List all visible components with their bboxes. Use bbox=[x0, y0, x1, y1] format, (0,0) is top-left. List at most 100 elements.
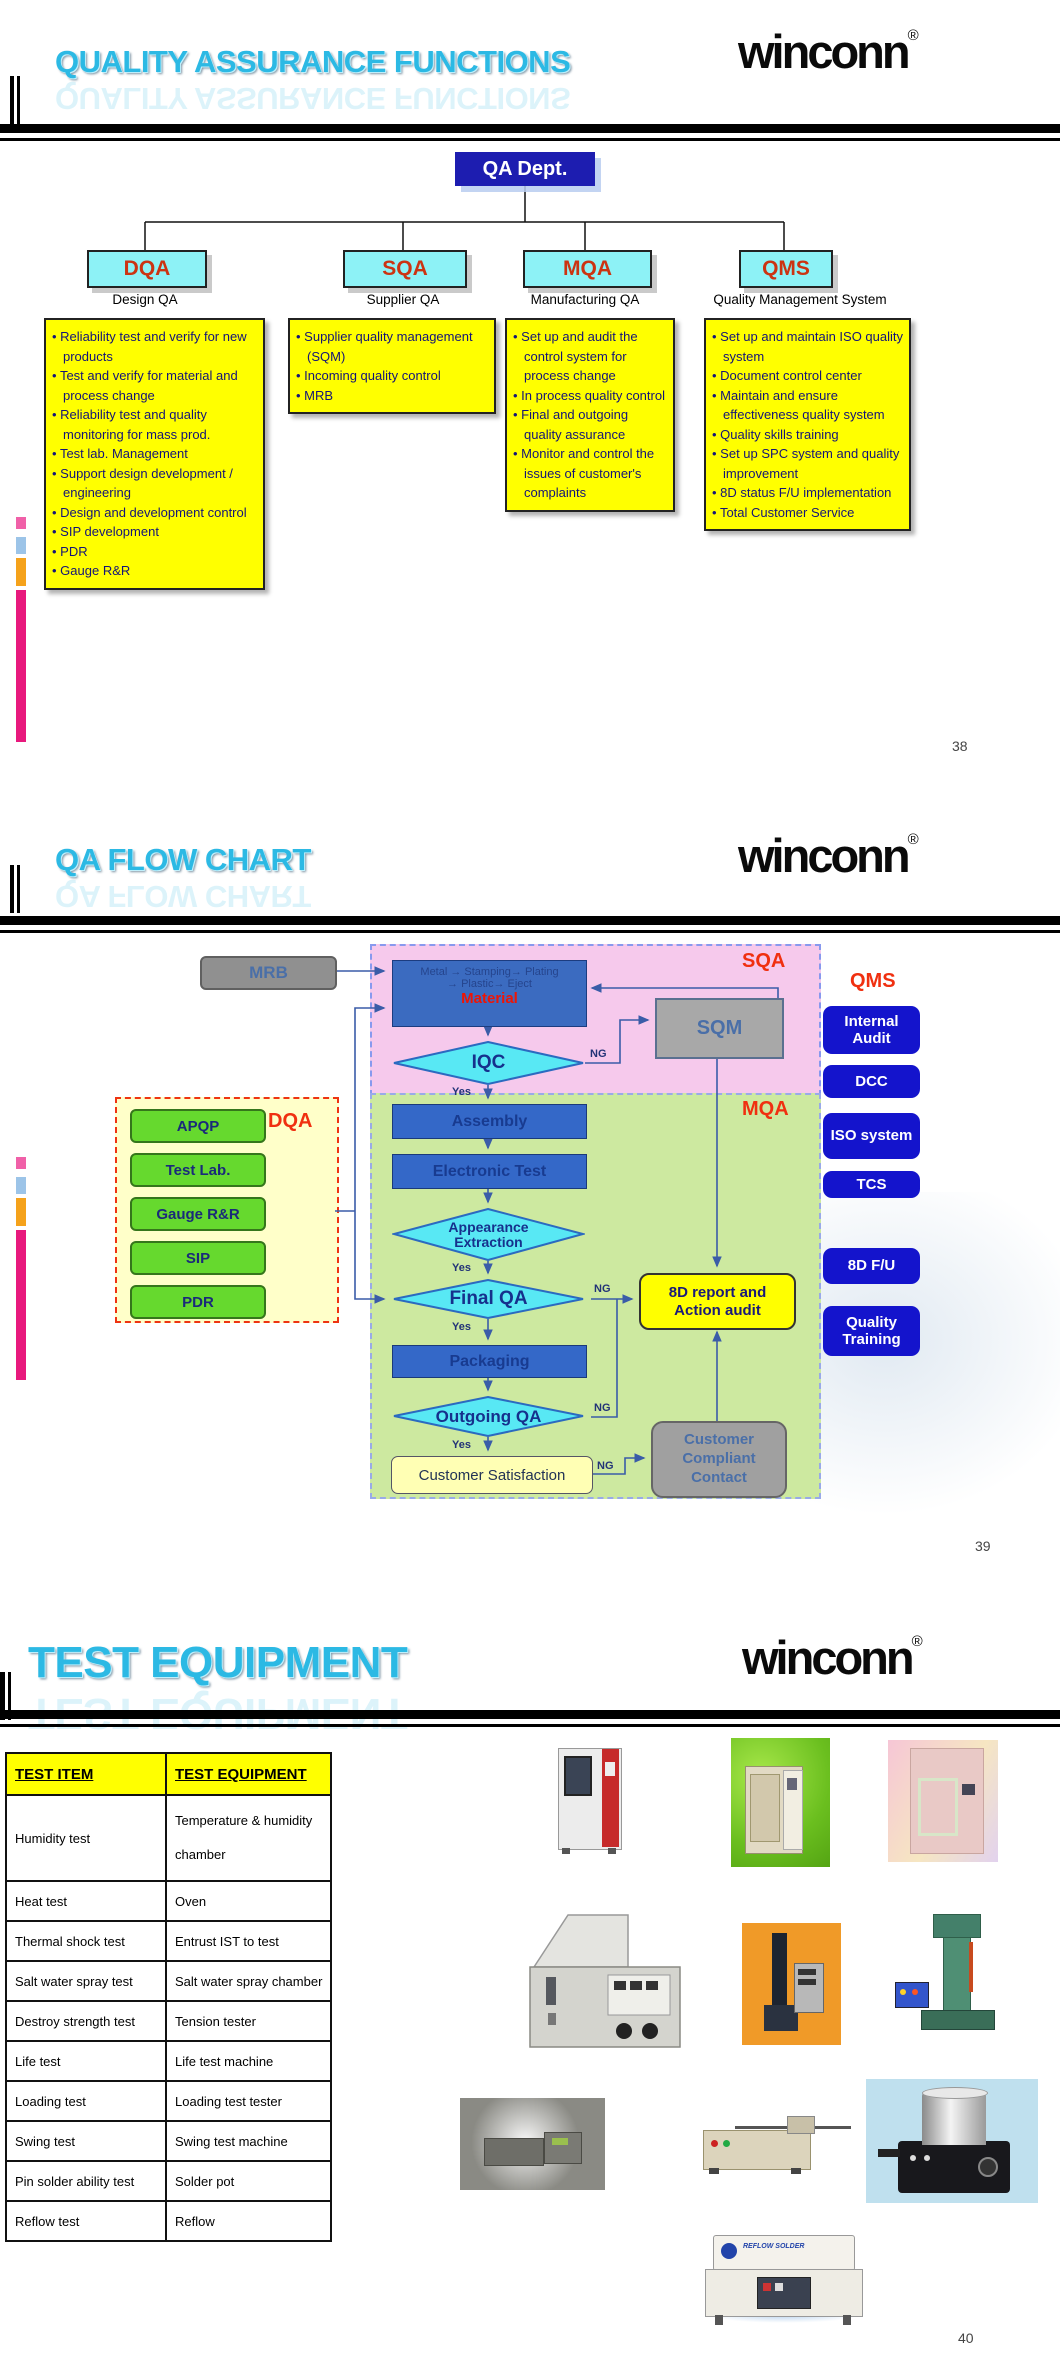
table-row: Life test Life test machine bbox=[5, 2040, 332, 2082]
header-accent-bar bbox=[17, 76, 20, 124]
list-item: Final and outgoing quality assurance bbox=[513, 405, 668, 444]
decision-label: Appearance bbox=[448, 1218, 529, 1235]
table-cell: Swing test bbox=[5, 2120, 167, 2162]
table-row: Swing test Swing test machine bbox=[5, 2120, 332, 2162]
slide-qa-flow-chart: QA FLOW CHART QA FLOW CHART winconn® SQA… bbox=[0, 792, 1060, 1584]
flow-tag-ng: NG bbox=[590, 1048, 607, 1060]
header-divider-line bbox=[0, 138, 1060, 141]
list-item: Test and verify for material and process… bbox=[52, 366, 258, 405]
decision-label: Outgoing QA bbox=[435, 1406, 542, 1426]
node-assembly: Assembly bbox=[392, 1104, 587, 1139]
dept-caption-sqa: Supplier QA bbox=[366, 292, 440, 307]
page-title: QA FLOW CHART bbox=[55, 842, 311, 877]
org-chart-connectors bbox=[144, 186, 785, 250]
dqa-functions-list: Reliability test and verify for new prod… bbox=[44, 318, 265, 590]
dqa-box-apqp: APQP bbox=[130, 1109, 266, 1143]
list-item: MRB bbox=[296, 386, 489, 406]
dqa-box-sip: SIP bbox=[130, 1241, 266, 1275]
region-label-sqa: SQA bbox=[742, 950, 786, 972]
org-root-box: QA Dept. bbox=[455, 152, 595, 186]
table-row: Pin solder ability test Solder pot bbox=[5, 2160, 332, 2202]
table-cell: Destroy strength test bbox=[5, 2000, 167, 2042]
table-cell: Pin solder ability test bbox=[5, 2160, 167, 2202]
decision-label: IQC bbox=[471, 1052, 506, 1074]
list-item: Gauge R&R bbox=[52, 561, 258, 581]
node-label: 8D report and bbox=[668, 1283, 767, 1301]
margin-tick-blue bbox=[16, 537, 26, 554]
table-cell: Temperature & humidity chamber bbox=[165, 1794, 332, 1882]
list-item: Set up and audit the control system for … bbox=[513, 327, 668, 386]
margin-bar-magenta bbox=[16, 1230, 26, 1380]
table-cell: Loading test tester bbox=[165, 2080, 332, 2122]
header-divider-bar bbox=[0, 1710, 1060, 1719]
logo-text: winconn bbox=[738, 25, 911, 78]
photo-tension-tester bbox=[742, 1923, 841, 2045]
sqa-functions-list: Supplier quality management (SQM) Incomi… bbox=[288, 318, 496, 414]
table-cell: Reflow bbox=[165, 2200, 332, 2242]
table-cell: Loading test bbox=[5, 2080, 167, 2122]
decision-label: Extraction bbox=[454, 1233, 523, 1250]
table-cell: Heat test bbox=[5, 1880, 167, 1922]
table-cell: Salt water spray chamber bbox=[165, 1960, 332, 2002]
qms-button-8d-fu: 8D F/U bbox=[823, 1248, 920, 1284]
region-label-mqa: MQA bbox=[742, 1098, 789, 1120]
margin-tick-orange bbox=[16, 558, 26, 586]
region-label-dqa: DQA bbox=[268, 1110, 313, 1132]
header-divider-line bbox=[0, 1724, 1060, 1727]
list-item: Total Customer Service bbox=[712, 503, 904, 523]
header-accent-bar bbox=[17, 865, 20, 913]
mqa-functions-list: Set up and audit the control system for … bbox=[505, 318, 675, 512]
header-divider-bar bbox=[0, 124, 1060, 133]
list-item: Maintain and ensure effectiveness qualit… bbox=[712, 386, 904, 425]
table-cell: Oven bbox=[165, 1880, 332, 1922]
node-packaging: Packaging bbox=[392, 1345, 587, 1378]
list-item: PDR bbox=[52, 542, 258, 562]
page-number: 39 bbox=[975, 1538, 991, 1554]
list-item: Design and development control bbox=[52, 503, 258, 523]
slide-test-equipment: TEST EQUIPMENT TEST EQUIPMENT winconn® T… bbox=[0, 1584, 1060, 2376]
decision-outgoing-qa: Outgoing QA bbox=[392, 1396, 585, 1437]
dqa-box-test-lab: Test Lab. bbox=[130, 1153, 266, 1187]
margin-tick-blue bbox=[16, 1177, 26, 1194]
table-cell: Solder pot bbox=[165, 2160, 332, 2202]
column-header: TEST EQUIPMENT bbox=[165, 1752, 332, 1796]
margin-tick-pink bbox=[16, 517, 26, 529]
decision-label: Final QA bbox=[449, 1288, 528, 1310]
header-divider-line bbox=[0, 930, 1060, 933]
table-cell: Thermal shock test bbox=[5, 1920, 167, 1962]
dept-caption-qms: Quality Management System bbox=[713, 292, 887, 307]
table-row: Salt water spray test Salt water spray c… bbox=[5, 1960, 332, 2002]
photo-swing-press-machine bbox=[885, 1902, 1009, 2044]
material-process-line: Metal → Stamping→ Plating bbox=[420, 966, 559, 978]
page-number: 38 bbox=[952, 738, 968, 754]
photo-solder-pot bbox=[866, 2079, 1038, 2203]
flow-tag-ng: NG bbox=[594, 1283, 611, 1295]
qms-button-tcs: TCS bbox=[823, 1171, 920, 1198]
registered-mark: ® bbox=[907, 831, 919, 848]
flow-tag-yes: Yes bbox=[452, 1439, 471, 1451]
page-title: QUALITY ASSURANCE FUNCTIONS bbox=[55, 44, 571, 79]
logo-text: winconn bbox=[742, 1631, 915, 1684]
header-accent-bar bbox=[10, 865, 14, 913]
table-cell: Tension tester bbox=[165, 2000, 332, 2042]
table-cell: Swing test machine bbox=[165, 2120, 332, 2162]
page-title: TEST EQUIPMENT bbox=[28, 1638, 408, 1687]
photo-reflow-oven: REFLOW SOLDER bbox=[695, 2223, 870, 2335]
header-accent-bar bbox=[10, 76, 14, 124]
slide-quality-assurance-functions: QUALITY ASSURANCE FUNCTIONS QUALITY ASSU… bbox=[0, 0, 1060, 792]
decision-iqc: IQC bbox=[392, 1041, 585, 1085]
header-accent-bar bbox=[8, 1672, 11, 1720]
dqa-box-pdr: PDR bbox=[130, 1285, 266, 1319]
flow-tag-ng: NG bbox=[594, 1402, 611, 1414]
photo-loading-test-tester bbox=[695, 2102, 855, 2180]
header-accent-bar bbox=[0, 1672, 5, 1720]
dept-box-dqa: DQA bbox=[87, 250, 207, 288]
winconn-logo: winconn® bbox=[738, 828, 919, 883]
list-item: Test lab. Management bbox=[52, 444, 258, 464]
list-item: In process quality control bbox=[513, 386, 668, 406]
dept-box-qms: QMS bbox=[739, 250, 833, 288]
dept-box-mqa: MQA bbox=[523, 250, 652, 288]
node-customer-compliant-contact: Customer Compliant Contact bbox=[651, 1421, 787, 1498]
table-cell: Life test bbox=[5, 2040, 167, 2082]
node-8d-report: 8D report and Action audit bbox=[639, 1273, 796, 1330]
